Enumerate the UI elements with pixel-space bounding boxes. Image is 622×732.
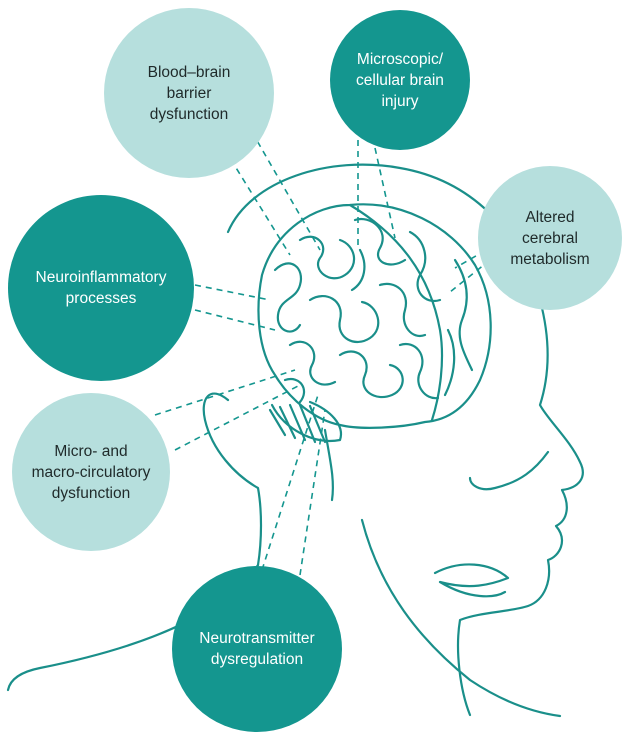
lips [435, 564, 508, 596]
bubble-circulatory: Micro- and macro-circulatory dysfunction [12, 393, 170, 551]
bubble-cerebral-metabolism: Altered cerebral metabolism [478, 166, 622, 310]
connector-bbb-2 [225, 150, 290, 255]
bubble-label: Neurotransmitter dysregulation [199, 628, 314, 670]
bubble-label: Microscopic/ cellular brain injury [356, 49, 444, 112]
bubble-label: Micro- and macro-circulatory dysfunction [32, 441, 151, 504]
bubble-label: Neuroinflammatory processes [36, 267, 167, 309]
ear-outline [204, 394, 261, 565]
bubble-neurotransmitter: Neurotransmitter dysregulation [172, 566, 342, 732]
bubble-blood-brain-barrier: Blood–brain barrier dysfunction [104, 8, 274, 178]
bubble-label: Blood–brain barrier dysfunction [148, 62, 231, 125]
connector-neuroinf-2 [195, 310, 275, 330]
bubble-microscopic-injury: Microscopic/ cellular brain injury [330, 10, 470, 150]
connector-neurotx [262, 395, 318, 570]
nose [470, 452, 548, 489]
brain-outline [258, 204, 490, 427]
bubble-neuroinflammatory: Neuroinflammatory processes [8, 195, 194, 381]
bubble-label: Altered cerebral metabolism [510, 207, 589, 270]
